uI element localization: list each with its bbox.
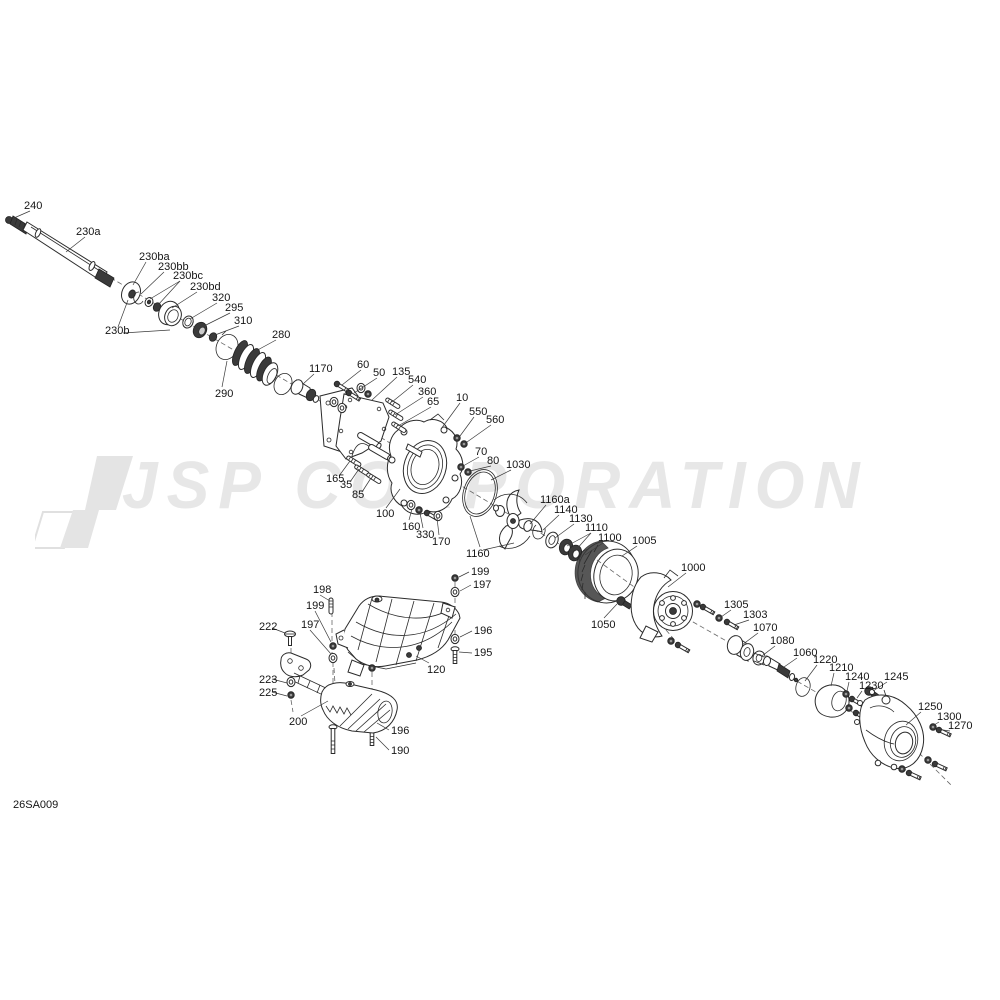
part-label-1070: 1070 — [753, 622, 778, 634]
part-label-198: 198 — [313, 584, 332, 596]
part-label-1220: 1220 — [813, 654, 838, 666]
part-label-196: 196 — [474, 625, 493, 637]
part-label-550: 550 — [469, 406, 488, 418]
shaft-coupler — [290, 379, 320, 403]
part-label-230bc: 230bc — [173, 270, 203, 282]
part-label-1210: 1210 — [829, 662, 854, 674]
drawing-code: 26SA009 — [13, 799, 59, 811]
part-label-560: 560 — [486, 414, 505, 426]
part-label-1270: 1270 — [948, 720, 973, 732]
ride-plate — [335, 595, 461, 677]
part-label-222: 222 — [259, 621, 278, 633]
part-label-70: 70 — [475, 446, 488, 458]
part-label-540: 540 — [408, 374, 427, 386]
part-label-10: 10 — [456, 392, 469, 404]
part-label-1245: 1245 — [884, 671, 909, 683]
watermark-logo — [35, 456, 133, 549]
part-label-199: 199 — [306, 600, 325, 612]
wear-ring-drum — [574, 540, 639, 604]
part-label-223: 223 — [259, 674, 278, 686]
part-label-1000: 1000 — [681, 562, 706, 574]
watermark-text: JSP CORPORATION — [122, 447, 869, 523]
part-label-1080: 1080 — [770, 635, 795, 647]
part-label-230bd: 230bd — [190, 281, 221, 293]
part-label-35: 35 — [340, 479, 353, 491]
part-label-135: 135 — [392, 366, 411, 378]
part-label-1005: 1005 — [632, 535, 657, 547]
part-label-160: 160 — [402, 521, 421, 533]
part-label-225: 225 — [259, 687, 278, 699]
part-label-1305: 1305 — [724, 599, 749, 611]
part-label-60: 60 — [357, 359, 370, 371]
part-label-320: 320 — [212, 292, 231, 304]
part-label-50: 50 — [373, 367, 386, 379]
part-label-197: 197 — [301, 619, 320, 631]
stator-housing — [630, 569, 693, 643]
part-label-195: 195 — [474, 647, 493, 659]
part-label-290: 290 — [215, 388, 234, 400]
part-label-240: 240 — [24, 200, 43, 212]
part-label-1250: 1250 — [918, 701, 943, 713]
part-label-1300: 1300 — [937, 711, 962, 723]
part-label-196: 196 — [391, 725, 410, 737]
part-label-330: 330 — [416, 529, 435, 541]
part-label-80: 80 — [487, 455, 500, 467]
part-label-199: 199 — [471, 566, 490, 578]
part-label-230b: 230b — [105, 325, 130, 337]
part-label-1240: 1240 — [845, 671, 870, 683]
part-label-170: 170 — [432, 536, 451, 548]
part-label-230a: 230a — [76, 226, 101, 238]
thru-hull-housing — [386, 413, 464, 515]
part-label-1160a: 1160a — [540, 494, 570, 506]
drive-shaft — [5, 215, 115, 288]
part-label-280: 280 — [272, 329, 291, 341]
part-label-295: 295 — [225, 302, 244, 314]
part-label-1130: 1130 — [569, 513, 593, 525]
part-label-1100: 1100 — [598, 532, 622, 544]
part-label-230bb: 230bb — [158, 261, 189, 273]
part-label-1160: 1160 — [466, 548, 490, 560]
part-label-190: 190 — [391, 745, 410, 757]
part-label-1140: 1140 — [554, 504, 578, 516]
part-label-1110: 1110 — [585, 522, 608, 534]
support-bracket — [280, 652, 398, 734]
bellows-boot — [232, 340, 293, 395]
nozzle-cone — [814, 684, 850, 718]
part-label-360: 360 — [418, 386, 437, 398]
part-label-1030: 1030 — [506, 459, 531, 471]
part-label-200: 200 — [289, 716, 308, 728]
part-label-65: 65 — [427, 396, 440, 408]
part-label-1230: 1230 — [859, 680, 884, 692]
part-label-120: 120 — [427, 664, 446, 676]
part-label-1050: 1050 — [591, 619, 616, 631]
part-label-85: 85 — [352, 489, 365, 501]
part-label-310: 310 — [234, 315, 253, 327]
part-label-1170: 1170 — [309, 363, 333, 375]
part-label-230ba: 230ba — [139, 251, 170, 263]
tail-shaft-parts — [726, 635, 811, 697]
part-label-1060: 1060 — [793, 647, 818, 659]
part-label-197: 197 — [473, 579, 492, 591]
part-label-100: 100 — [376, 508, 395, 520]
part-label-1303: 1303 — [743, 609, 768, 621]
